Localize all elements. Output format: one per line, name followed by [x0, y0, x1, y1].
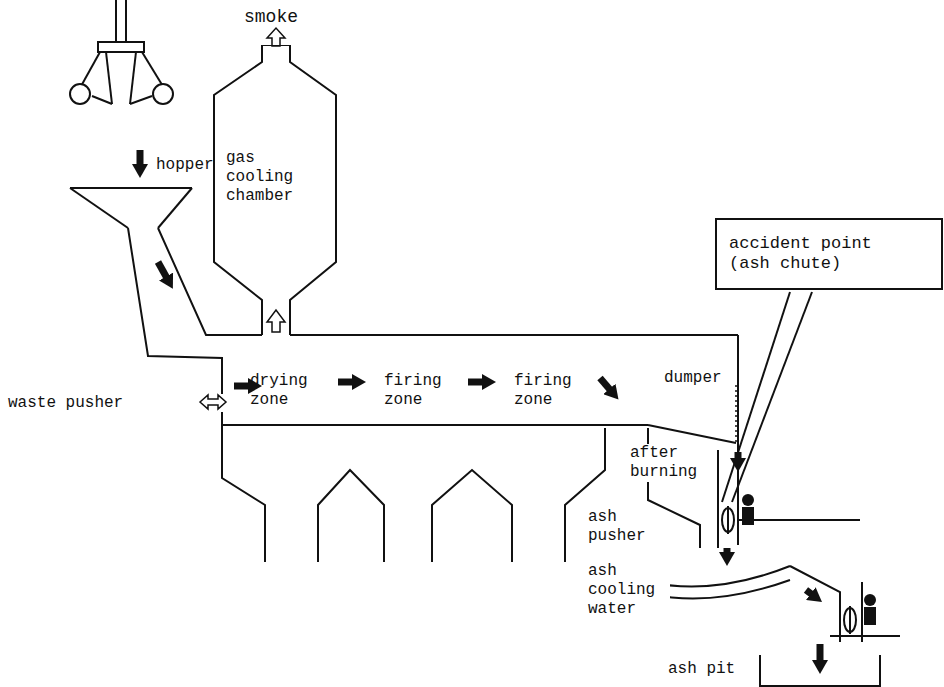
part-label: ash cooling water — [586, 562, 670, 619]
part-label: ash pit — [668, 660, 735, 679]
part-label: firing zone — [384, 372, 454, 410]
part-label: waste pusher — [8, 394, 123, 413]
part-label: smoke — [244, 6, 298, 28]
part-label: dumper — [662, 369, 724, 388]
callout-box: accident point (ash chute) — [715, 218, 943, 290]
part-label: ash pusher — [586, 508, 650, 546]
chamber-shape: gas cooling chamber — [212, 45, 338, 335]
part-label: drying zone — [250, 372, 320, 410]
callout-text: accident point (ash chute) — [729, 234, 894, 274]
part-label: firing zone — [514, 372, 584, 410]
chamber-label: gas cooling chamber — [226, 149, 326, 206]
part-label: after burning — [628, 444, 712, 482]
part-label: hopper — [156, 156, 214, 175]
